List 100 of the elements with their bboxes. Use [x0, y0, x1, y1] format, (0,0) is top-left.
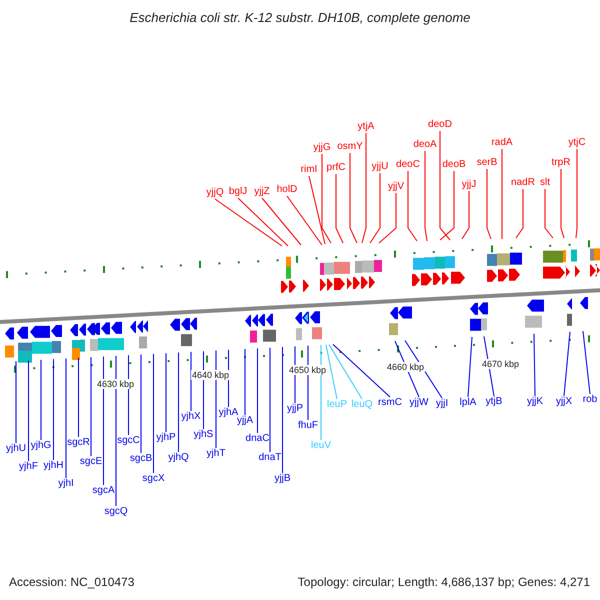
footer-text: Accession: NC_010473	[9, 575, 134, 589]
scale-label: 4670 kbp	[481, 359, 520, 369]
gene-label: deoB	[442, 159, 466, 171]
leader-line	[90, 356, 92, 456]
leader-line	[408, 170, 418, 242]
leader-line	[362, 132, 366, 244]
leader-line	[544, 188, 554, 238]
leader-line	[326, 344, 338, 400]
gene-label: leuQ	[351, 399, 373, 411]
gene-label: yjhF	[19, 461, 38, 473]
gene-label: ytjB	[486, 396, 502, 408]
gene-label: yjjJ	[462, 179, 476, 191]
gene-label: osmY	[337, 141, 363, 153]
gene-label: yjhG	[30, 440, 52, 452]
gene-label: yjhX	[181, 411, 201, 423]
gene-label: yjjQ	[206, 187, 224, 199]
gene-label: nadR	[511, 177, 535, 189]
gene-label: yjjP	[286, 403, 304, 415]
scale-label: 4640 kbp	[191, 370, 230, 380]
scale-label: 4660 kbp	[386, 362, 426, 372]
leader-line	[203, 350, 204, 430]
leader-line	[486, 168, 492, 240]
gene-label: sgcE	[80, 456, 102, 468]
gene-label: sgcX	[142, 473, 165, 485]
leader-line	[244, 348, 246, 416]
leader-line	[214, 198, 282, 246]
scale-label: 4650 kbp	[288, 365, 328, 375]
gene-label: prfC	[326, 162, 346, 174]
gene-label: sgcQ	[104, 506, 128, 518]
leader-line	[332, 344, 390, 398]
leader-line	[320, 344, 322, 440]
leader-line	[336, 174, 344, 244]
leader-line	[103, 356, 104, 486]
gene-label: deoA	[413, 139, 437, 151]
leader-line	[53, 358, 54, 460]
gene-label: yjhT	[206, 448, 226, 460]
leader-line	[140, 354, 142, 454]
gene-label: ytjA	[358, 121, 374, 133]
leader-line	[262, 198, 302, 246]
gene-label: yjjZ	[254, 186, 270, 198]
leader-line	[516, 188, 524, 238]
gene-label: rob	[582, 394, 598, 406]
leader-line	[322, 154, 332, 244]
gene-label: yjhU	[6, 443, 26, 455]
leader-line	[282, 346, 283, 474]
footer-text: Topology: circular; Length: 4,686,137 bp; Genes: 4,271	[298, 575, 590, 589]
leader-line	[582, 330, 590, 394]
leader-line	[462, 190, 470, 240]
gene-label: serB	[476, 157, 498, 169]
gene-label: ytjC	[568, 137, 586, 149]
leader-line	[468, 336, 472, 398]
leader-line	[440, 170, 454, 240]
gene-label: sgcA	[92, 485, 115, 497]
leader-line	[440, 130, 450, 240]
leader-line	[28, 360, 29, 462]
gene-label: trpR	[552, 157, 570, 169]
leader-line	[153, 353, 154, 474]
leader-line	[576, 148, 578, 238]
gene-label: lplA	[460, 397, 476, 409]
gene-label: sgcC	[117, 435, 140, 447]
gene-label: yjjG	[313, 142, 331, 154]
gene-label: yjjK	[526, 396, 544, 408]
gene-label: deoC	[396, 159, 420, 171]
leader-line	[370, 172, 380, 244]
leader-line	[564, 331, 570, 396]
leader-line	[178, 352, 179, 452]
title: Escherichia coli str. K-12 substr. DH10B, complete genome	[128, 10, 472, 25]
gene-label: leuV	[311, 440, 331, 452]
gene-label: yjhQ	[168, 452, 189, 464]
gene-label: yjjX	[556, 396, 572, 408]
scale-label: 4630 kbp	[96, 379, 136, 389]
leader-line	[78, 357, 79, 438]
leader-line	[257, 348, 258, 434]
gene-label: yjhS	[194, 429, 214, 441]
leader-line	[560, 168, 564, 238]
leader-line	[424, 150, 428, 242]
gene-label: sgcR	[67, 437, 90, 449]
gene-label: yjhA	[218, 407, 238, 419]
gene-label: dnaC	[246, 433, 270, 445]
gene-label: yjhI	[58, 478, 74, 490]
gene-label: bglJ	[228, 186, 248, 198]
leader-line	[350, 152, 358, 244]
gene-label: yjhP	[156, 432, 176, 444]
leader-line	[308, 176, 326, 244]
leader-line	[534, 333, 536, 396]
leader-line	[286, 196, 322, 246]
gene-label: yjjA	[236, 415, 254, 427]
gene-label: fhuF	[298, 420, 318, 432]
leader-line	[238, 198, 288, 246]
gene-label: yjjW	[410, 397, 428, 409]
leader-line	[128, 354, 129, 436]
gene-label: yjjU	[372, 161, 388, 173]
gene-label: leuP	[327, 399, 347, 411]
gene-label: yjhH	[44, 460, 64, 472]
gene-label: deoD	[428, 119, 452, 131]
gene-label: slt	[540, 177, 550, 189]
leader-line	[40, 359, 42, 440]
leader-line	[190, 351, 192, 412]
gene-label: dnaT	[258, 452, 282, 464]
gene-label: yjjI	[436, 398, 448, 410]
